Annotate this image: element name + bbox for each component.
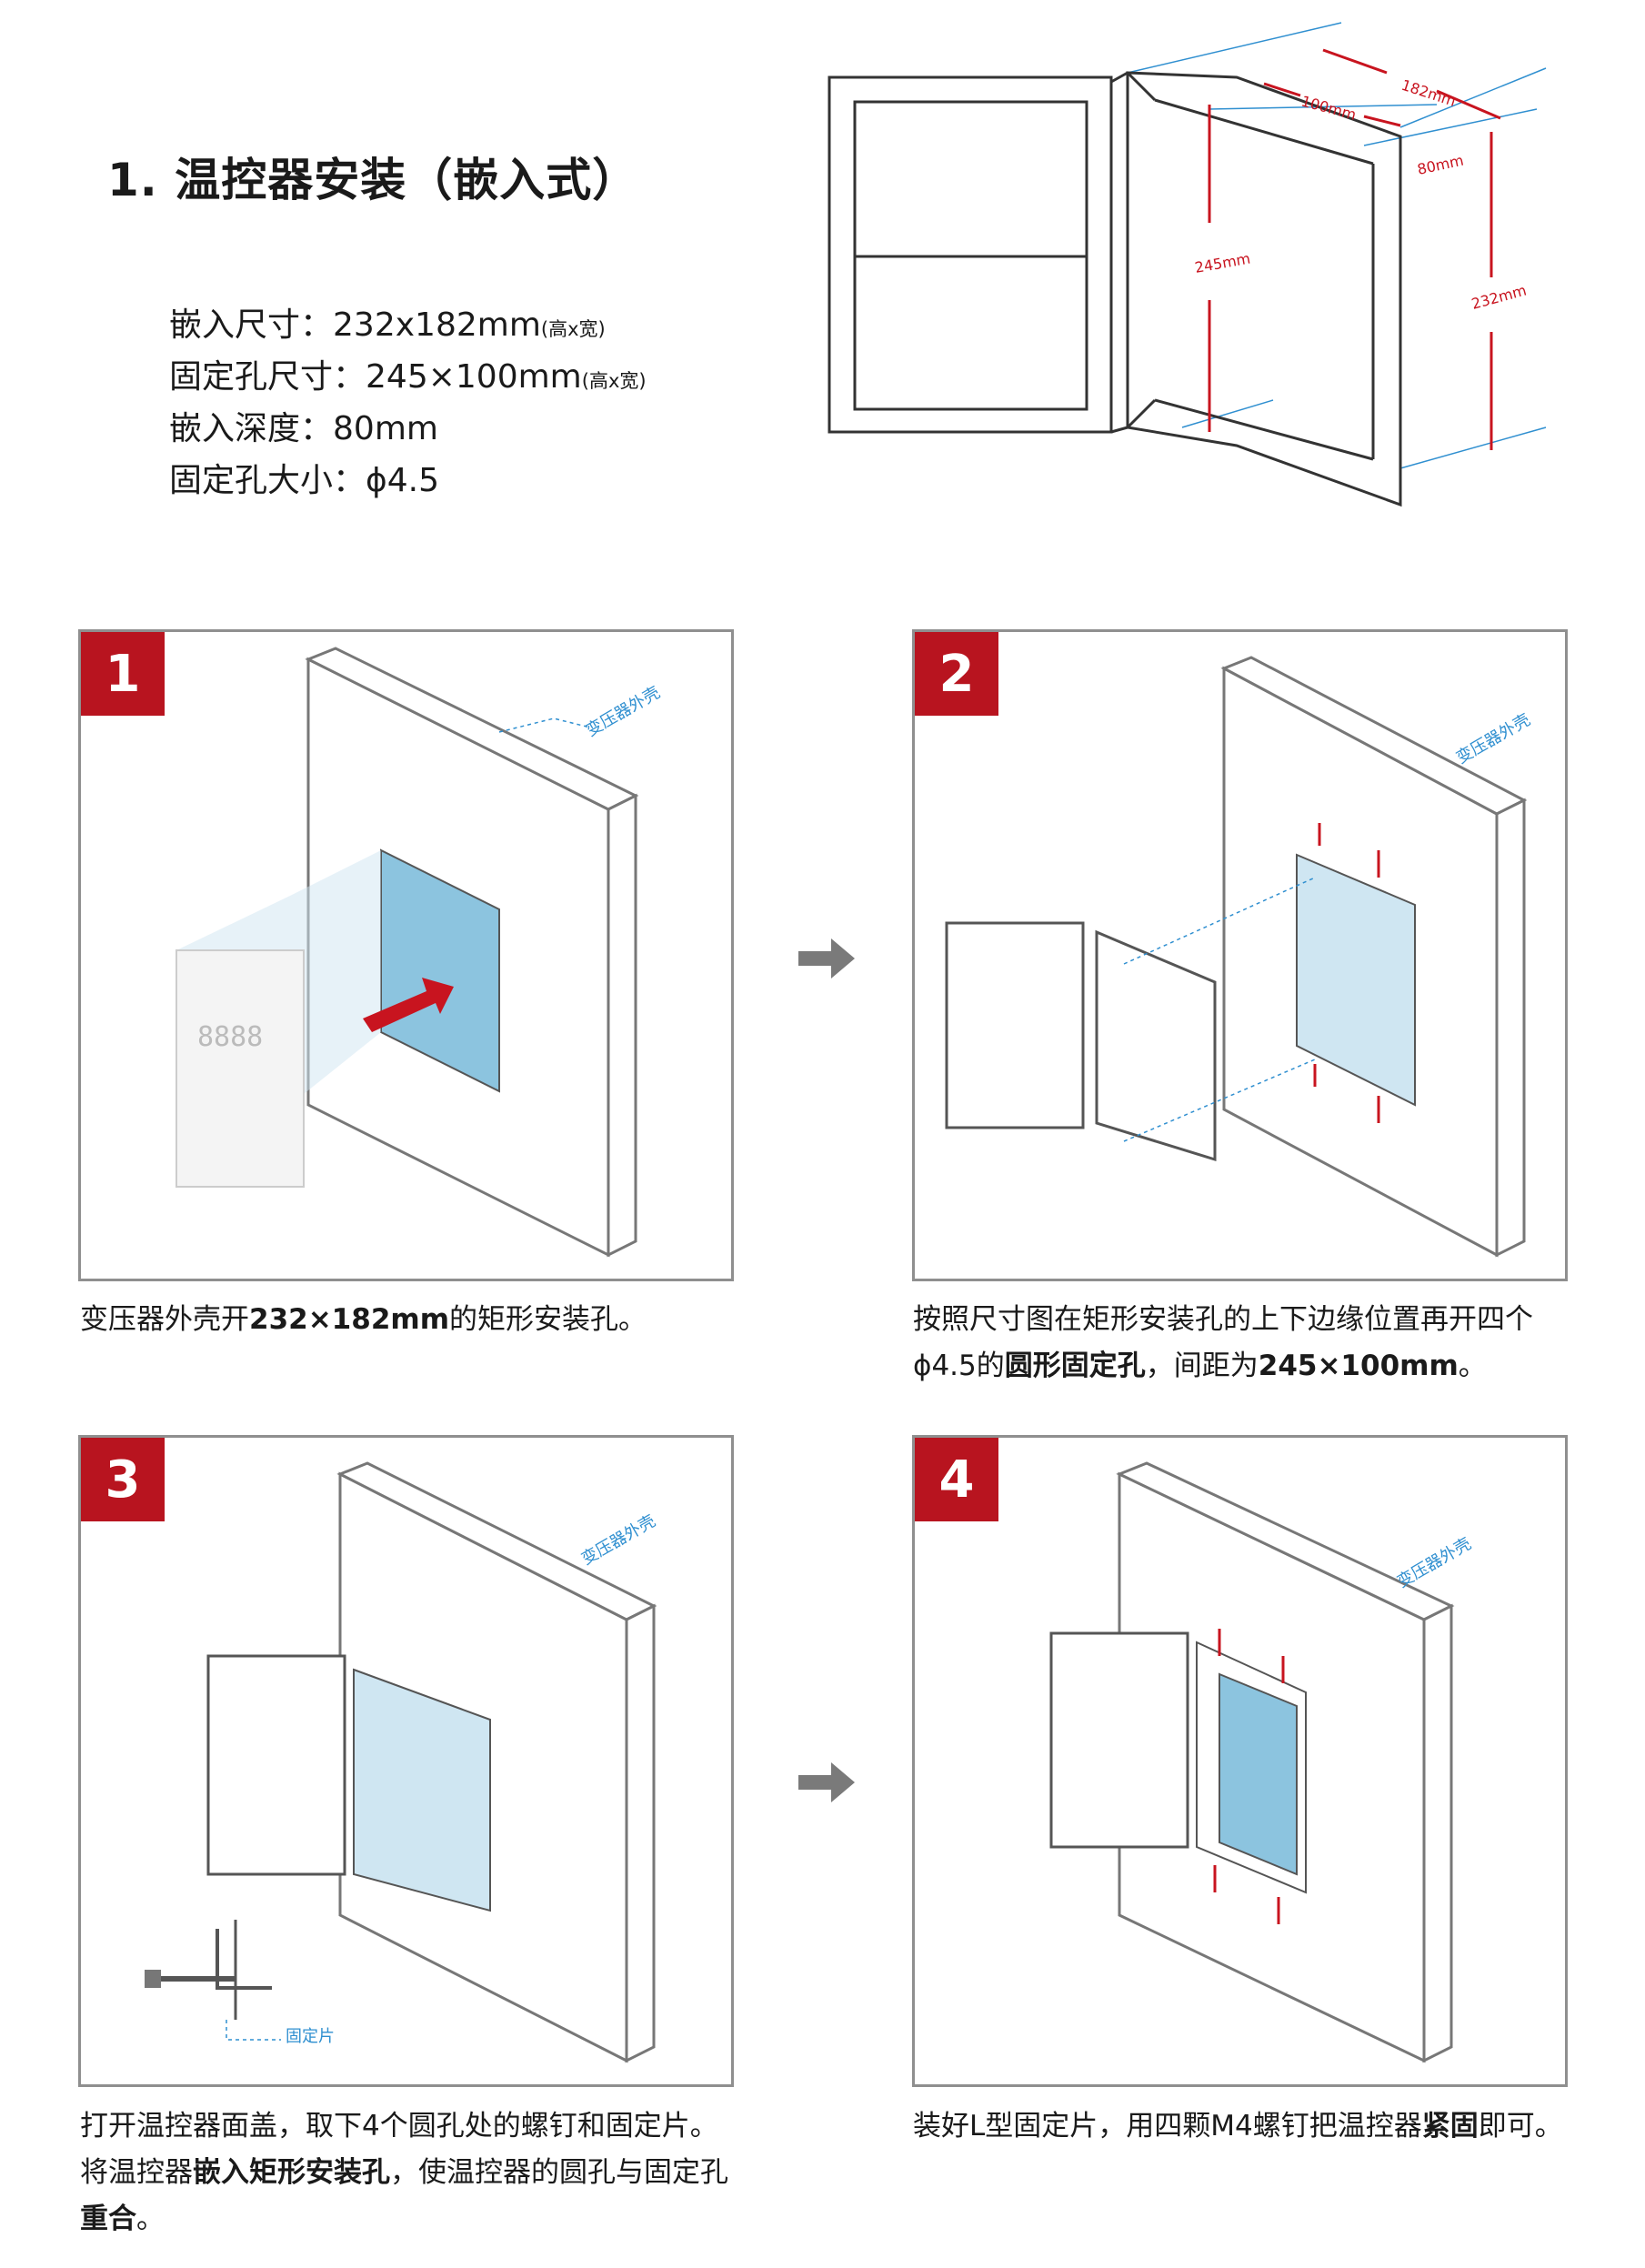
dim-hole-spacing-label: 100mm (1299, 93, 1359, 124)
display-digits: 8888 (197, 1021, 263, 1053)
page-title: 1. 温控器安装（嵌入式） (107, 154, 639, 206)
enclosure-label: 变压器外壳 (1394, 1534, 1474, 1591)
step-panel-4: 变压器外壳 4 (912, 1435, 1568, 2087)
controller-3d-outline (828, 71, 1402, 507)
red-dimension-arrows (1208, 48, 1501, 450)
insert-arrow-icon (363, 978, 454, 1032)
extension-lines (1127, 22, 1547, 469)
step-badge: 2 (915, 632, 998, 716)
spec-hole-diameter: 固定孔大小：ϕ4.5 (169, 462, 440, 499)
step-1-illustration: 8888 变压器外壳 (176, 647, 663, 1258)
step-badge: 1 (81, 632, 165, 716)
step-1-caption: 变压器外壳开232×182mm的矩形安装孔。 (80, 1303, 647, 1336)
dimension-diagram: 182mm 100mm 80mm 245mm 232mm (828, 22, 1547, 507)
step-badge: 3 (81, 1438, 165, 1521)
next-arrow-icon (798, 1762, 855, 1802)
controller-ghost (176, 949, 305, 1188)
dim-hole-height-label: 245mm (1193, 250, 1251, 276)
step-4-illustration: 变压器外壳 (1049, 1461, 1474, 2063)
step-3-illustration: 变压器外壳 固定片 (145, 1461, 658, 2063)
step-3-caption: 打开温控器面盖，取下4个圆孔处的螺钉和固定片。将温控器嵌入矩形安装孔，使温控器的… (80, 2110, 728, 2235)
spec-depth: 嵌入深度：80mm (169, 410, 438, 447)
enclosure-label: 变压器外壳 (583, 683, 663, 740)
bracket-label: 固定片 (286, 2027, 335, 2046)
step-2-illustration: 变压器外壳 (945, 656, 1533, 1258)
dim-height-label: 232mm (1469, 282, 1529, 313)
step-panel-1: 8888 变压器外壳 1 (78, 629, 734, 1281)
enclosure-label: 变压器外壳 (1453, 710, 1533, 768)
tighten-arrows (1213, 1629, 1285, 1924)
screw-detail (145, 1920, 272, 2020)
spec-hole-size: 固定孔尺寸：245×100mm(高x宽) (169, 358, 647, 396)
next-arrow-icon (798, 938, 855, 978)
spec-embed-size: 嵌入尺寸：232x182mm(高x宽) (169, 306, 606, 344)
drill-arrows (1313, 823, 1380, 1123)
step-4-caption: 装好L型固定片，用四颗M4螺钉把温控器紧固即可。 (913, 2110, 1563, 2143)
enclosure-label: 变压器外壳 (578, 1511, 658, 1569)
step-badge: 4 (915, 1438, 998, 1521)
step-panel-3: 变压器外壳 固定片 3 (78, 1435, 734, 2087)
step-2-caption: 按照尺寸图在矩形安装孔的上下边缘位置再开四个ϕ4.5的圆形固定孔，间距为245×… (913, 1303, 1533, 1382)
dim-depth-label: 80mm (1416, 152, 1465, 178)
step-panel-2: 变压器外壳 2 (912, 629, 1568, 1281)
